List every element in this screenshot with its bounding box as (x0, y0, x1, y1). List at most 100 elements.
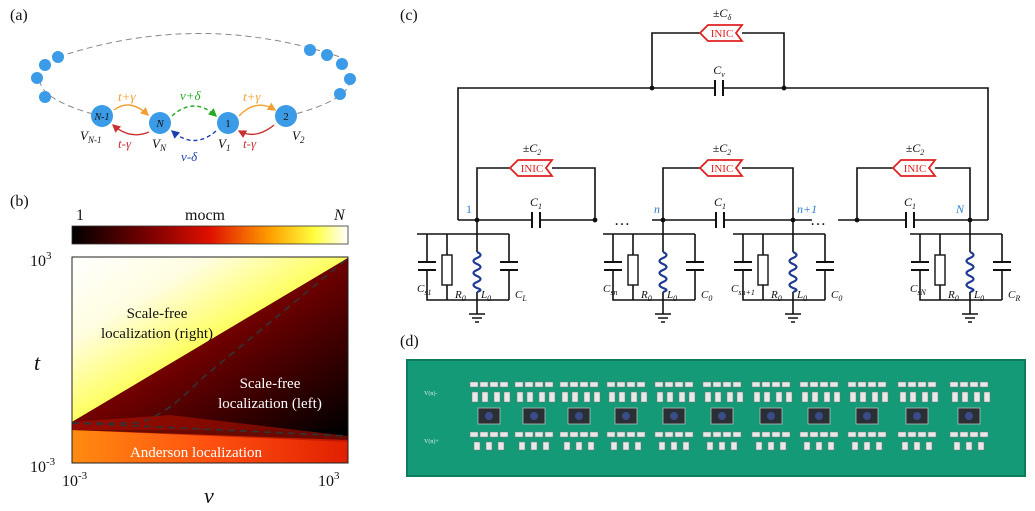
panel-b-label: (b) (10, 193, 29, 210)
cs-label: CsN (910, 283, 926, 297)
ring-chain: N-1 N 1 2 t+γ t+γ t-γ t-γ v+δ v-δ VN-1 V… (31, 33, 356, 164)
pcb-unit (606, 381, 648, 451)
x-tick: 10-3 (62, 470, 88, 490)
potential-label: VN-1 (80, 128, 101, 145)
ground-unit: CsN R0 L0 CR (910, 220, 1020, 323)
potential-label: VN (152, 136, 167, 153)
pcb-unit (799, 381, 841, 451)
phase-boundary (72, 257, 349, 424)
ground-unit: Cs1 R0 L0 CL (417, 220, 527, 323)
ground-unit: Csn+1 R0 L0 C0 (731, 220, 842, 323)
colorbar-max-label: N (333, 207, 346, 224)
inic-label: INIC (711, 28, 734, 40)
node-label: 1 (466, 202, 472, 216)
colorbar: 1 mocm N (71, 207, 349, 245)
l-label: L0 (973, 289, 984, 303)
x-axis-label: v (204, 483, 214, 508)
site-n-minus-1 (91, 105, 113, 127)
pcb-units (469, 381, 991, 451)
silk-label: V(n)- (424, 390, 437, 397)
c1-label: C1 (904, 195, 916, 211)
inic-c2: INIC ±C2 (476, 141, 596, 220)
hop-arrow (238, 102, 277, 117)
ellipsis: … (614, 212, 630, 229)
pcb-unit (897, 381, 939, 451)
pcb-unit (559, 381, 601, 451)
pcb-unit (949, 381, 991, 451)
circuit: INIC ±Cδ Cv INIC ±C2 INIC ±C2 I (417, 6, 1020, 323)
c1-label: C1 (714, 195, 726, 211)
potential-label: V2 (292, 128, 305, 145)
potential-labels: VN-1 VN V1 V2 (80, 128, 305, 153)
node-label: n (654, 202, 660, 216)
site-n (149, 112, 171, 134)
cs-label: Cs1 (417, 283, 431, 297)
c2-label: ±C2 (713, 141, 732, 157)
pcb-unit (654, 381, 696, 451)
c2-label: ±C2 (523, 141, 542, 157)
hop-arrow (170, 130, 217, 142)
c-label: CR (1008, 289, 1020, 303)
hop-label-v-minus: v-δ (181, 149, 198, 164)
site-label: N-1 (94, 112, 110, 123)
x-tick: 103 (318, 470, 340, 490)
silk-label: V(n)+ (424, 438, 439, 445)
inic-label: INIC (711, 163, 734, 175)
pcb-unit (514, 381, 556, 451)
colorbar-title: mocm (185, 207, 226, 224)
cv-label: Cv (713, 63, 725, 79)
region-label: Scale-free (240, 376, 301, 392)
inic-c2: INIC ±C2 (856, 141, 971, 220)
c2-label: ±C2 (906, 141, 925, 157)
pcb-unit (847, 381, 889, 451)
r-label: R0 (770, 289, 782, 303)
top-cap-label: ±Cδ (713, 6, 732, 22)
hop-label-t-plus: t+γ (118, 89, 136, 104)
panel-c-label: (c) (400, 7, 418, 24)
ground-unit: Csn R0 L0 C0 (603, 220, 712, 323)
inic-c2: INIC ±C2 (662, 141, 794, 220)
site-1 (217, 112, 239, 134)
cs-label: Csn (603, 283, 617, 297)
region-label: localization (right) (101, 326, 213, 342)
l-label: L0 (796, 289, 807, 303)
site-2 (275, 105, 297, 127)
r-label: R0 (640, 289, 652, 303)
pcb-unit (751, 381, 793, 451)
potential-label: V1 (218, 136, 230, 153)
site-label: 2 (283, 111, 289, 123)
phase-boundary (71, 422, 349, 437)
r-label: R0 (947, 289, 959, 303)
c-label: C0 (831, 289, 842, 303)
y-tick: 103 (30, 250, 52, 270)
l-label: L0 (480, 289, 491, 303)
colorbar-min-label: 1 (76, 207, 84, 224)
c-label: C0 (701, 289, 712, 303)
region-label: Anderson localization (130, 445, 263, 461)
panel-d-label: (d) (400, 333, 419, 350)
cs-label: Csn+1 (731, 283, 755, 297)
hop-label-t-minus: t-γ (243, 136, 257, 151)
hop-arrow (237, 124, 275, 138)
site-label: N (155, 118, 164, 130)
inic-label: INIC (904, 163, 927, 175)
region-label: localization (left) (218, 396, 322, 412)
l-label: L0 (666, 289, 677, 303)
site-label: 1 (225, 118, 231, 130)
node-label: N (955, 202, 965, 216)
pcb-photo: V(n)- V(n)+ (406, 359, 1026, 477)
c-label: CL (515, 289, 527, 303)
panel-a-label: (a) (10, 7, 28, 24)
ellipsis: … (810, 212, 826, 229)
hop-label-t-plus: t+γ (243, 89, 261, 104)
region-label: Scale-free (127, 306, 188, 322)
hop-label-v-plus: v+δ (180, 88, 202, 103)
pcb-unit (702, 381, 744, 451)
inic-top (698, 24, 744, 42)
inic-label: INIC (521, 163, 544, 175)
region-labels: Scale-free localization (right) Scale-fr… (101, 306, 322, 461)
y-axis-label: t (34, 350, 41, 375)
heatmap (71, 256, 349, 464)
